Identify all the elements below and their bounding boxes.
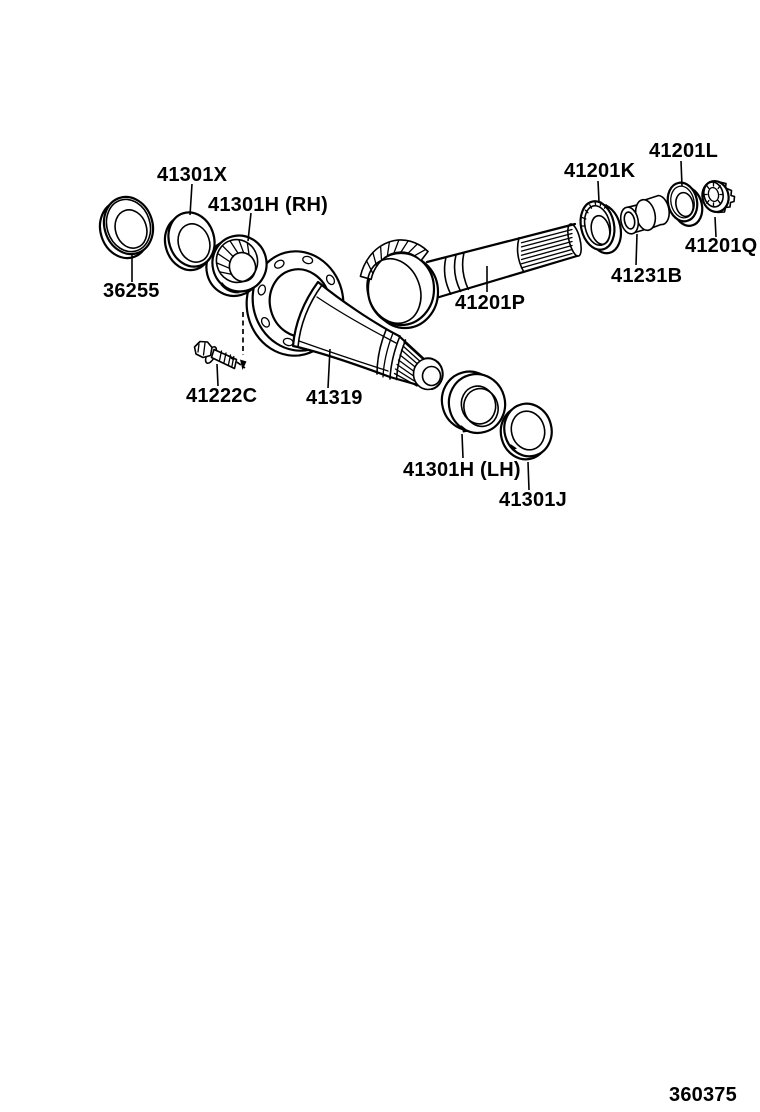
housing-shaft-end — [412, 357, 444, 391]
part-36255-drawing — [98, 195, 155, 260]
part-41301J-drawing — [499, 402, 553, 461]
pinion-spline-hatch — [520, 228, 573, 269]
figure-number: 360375 — [669, 1084, 737, 1106]
part-41301H-RH-drawing — [205, 234, 268, 298]
part-41201L-drawing — [666, 181, 704, 227]
part-label-36255: 36255 — [103, 280, 160, 302]
bearing-rollers — [215, 238, 250, 275]
pinion-gear-teeth-stripes — [365, 239, 427, 275]
part-labels: 36255 41301X 41301H (RH) 41222C 41319 41… — [103, 140, 757, 511]
part-41301X-drawing — [163, 211, 216, 272]
pinion-gear-face — [366, 257, 422, 325]
leader-lines — [131, 160, 717, 491]
part-41301H-LH-drawing — [440, 370, 507, 435]
part-label-41231B: 41231B — [611, 265, 682, 287]
bolt-shank — [210, 348, 238, 370]
part-41231B-drawing — [619, 194, 670, 235]
part-41319-drawing — [245, 250, 444, 391]
part-label-41301J: 41301J — [499, 489, 567, 511]
pinion-gear-head — [366, 251, 436, 327]
part-label-41201L: 41201L — [649, 140, 718, 162]
dashed-arrow — [229, 312, 247, 370]
part-41222C-drawing — [193, 340, 238, 370]
nut-spline-ticks — [703, 181, 724, 208]
part-label-41301H-RH: 41301H (RH) — [208, 194, 328, 216]
part-label-41319: 41319 — [306, 387, 363, 409]
part-41201P-drawing — [359, 222, 582, 330]
bolt-threads — [218, 350, 235, 367]
part-label-41301X: 41301X — [157, 164, 228, 186]
seal-knurl — [580, 201, 607, 227]
part-41201K-drawing — [579, 200, 623, 255]
part-41201Q-drawing — [701, 179, 736, 214]
part-label-41301H-LH: 41301H (LH) — [403, 459, 521, 481]
part-label-41201P: 41201P — [455, 292, 525, 314]
part-label-41201Q: 41201Q — [685, 235, 757, 257]
part-label-41201K: 41201K — [564, 160, 636, 182]
part-label-41222C: 41222C — [186, 385, 257, 407]
